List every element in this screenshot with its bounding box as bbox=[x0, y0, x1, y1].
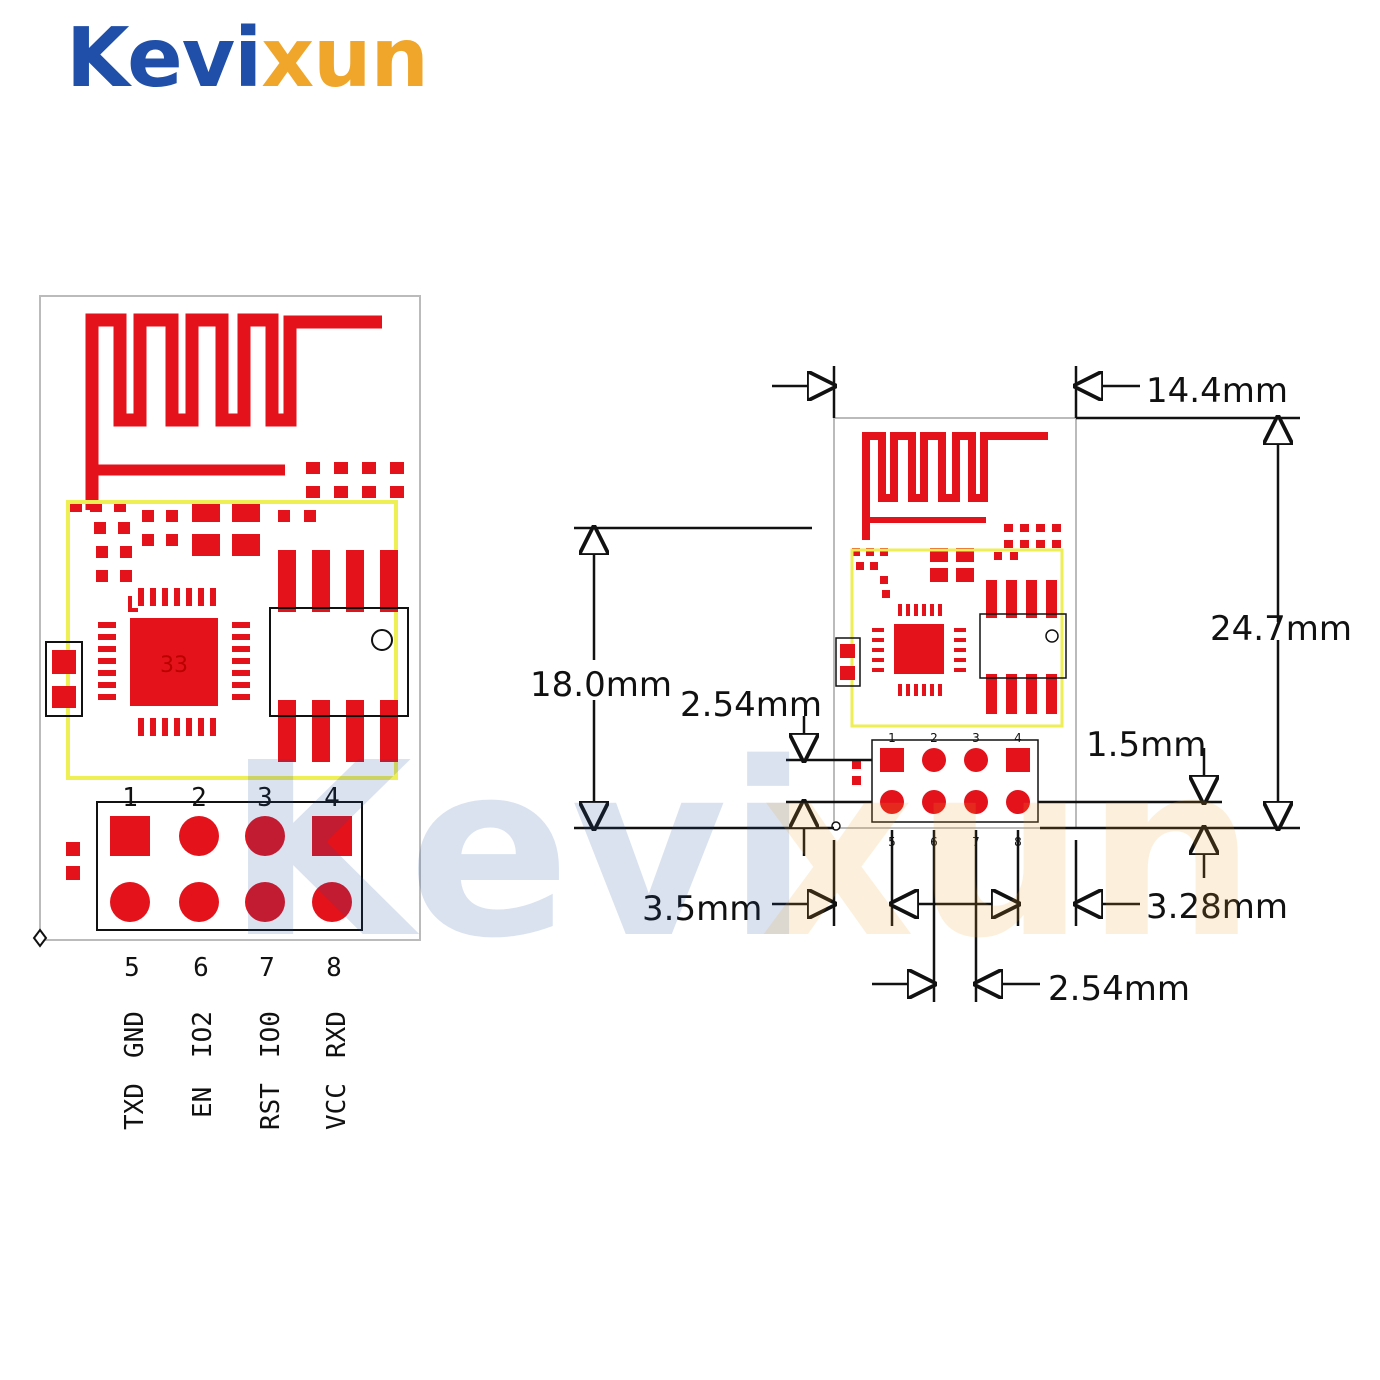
dim-header-height: 18.0mm bbox=[530, 665, 672, 705]
pin-name-vcc: VCC bbox=[322, 1083, 352, 1130]
pin-number-3: 3 bbox=[257, 783, 273, 813]
pin-number-7: 7 bbox=[259, 953, 275, 983]
pin-header-pads bbox=[110, 816, 352, 922]
watermark: Kevixun bbox=[226, 711, 1257, 991]
pin-number-1: 1 bbox=[122, 783, 138, 813]
pin-name-gnd: GND bbox=[120, 1011, 150, 1058]
watermark-part2: xun bbox=[760, 711, 1257, 991]
dim-pitch-vertical: 2.54mm bbox=[680, 685, 822, 725]
pin-name-rst: RST bbox=[256, 1083, 286, 1130]
antenna-trace bbox=[85, 313, 382, 510]
svg-text:1: 1 bbox=[888, 731, 896, 745]
brand-logo-part2: xun bbox=[261, 11, 429, 106]
svg-text:4: 4 bbox=[1014, 731, 1022, 745]
pin-number-5: 5 bbox=[124, 953, 140, 983]
svg-text:3: 3 bbox=[972, 731, 980, 745]
dim-right-offset: 3.28mm bbox=[1146, 887, 1288, 927]
flash-chip-outline bbox=[269, 607, 409, 717]
board-outline bbox=[39, 295, 421, 941]
pin-name-txd: TXD bbox=[120, 1083, 150, 1130]
smd-pads-top bbox=[70, 462, 404, 582]
pin-name-en: EN bbox=[188, 1087, 218, 1118]
silkscreen-outline bbox=[66, 500, 398, 780]
svg-text:2: 2 bbox=[930, 731, 938, 745]
left-board: 33 bbox=[32, 295, 421, 1130]
dim-offset: 1.5mm bbox=[1086, 725, 1206, 765]
antenna-trace-small bbox=[862, 432, 1048, 540]
dim-width: 14.4mm bbox=[1146, 371, 1288, 411]
board-outline-small bbox=[833, 417, 1077, 829]
pin-name-io0: IO0 bbox=[256, 1011, 286, 1058]
brand-logo-part1: Kevi bbox=[66, 11, 262, 106]
pin-header-outline bbox=[96, 801, 363, 931]
pin-name-io2: IO2 bbox=[188, 1011, 218, 1058]
pin-number-6: 6 bbox=[193, 953, 209, 983]
main-chip bbox=[130, 618, 218, 706]
pin-number-8: 8 bbox=[326, 953, 342, 983]
dimension-lines bbox=[574, 366, 1300, 1002]
pin-name-rxd: RXD bbox=[322, 1011, 352, 1058]
dim-left-offset: 3.5mm bbox=[642, 889, 762, 929]
dim-pitch-horizontal: 2.54mm bbox=[1048, 969, 1190, 1009]
pin-number-4: 4 bbox=[324, 783, 340, 813]
dimension-labels: 14.4mm 24.7mm 18.0mm 2.54mm 1.5mm 3.5mm … bbox=[530, 371, 1352, 1009]
brand-logo: Kevixun bbox=[66, 18, 429, 100]
pin-number-2: 2 bbox=[191, 783, 207, 813]
chip-label: 33 bbox=[160, 653, 188, 678]
watermark-part1: Kevi bbox=[226, 711, 809, 991]
chip-pins bbox=[98, 588, 250, 736]
main-chip-small bbox=[894, 624, 944, 674]
dim-height: 24.7mm bbox=[1210, 609, 1352, 649]
